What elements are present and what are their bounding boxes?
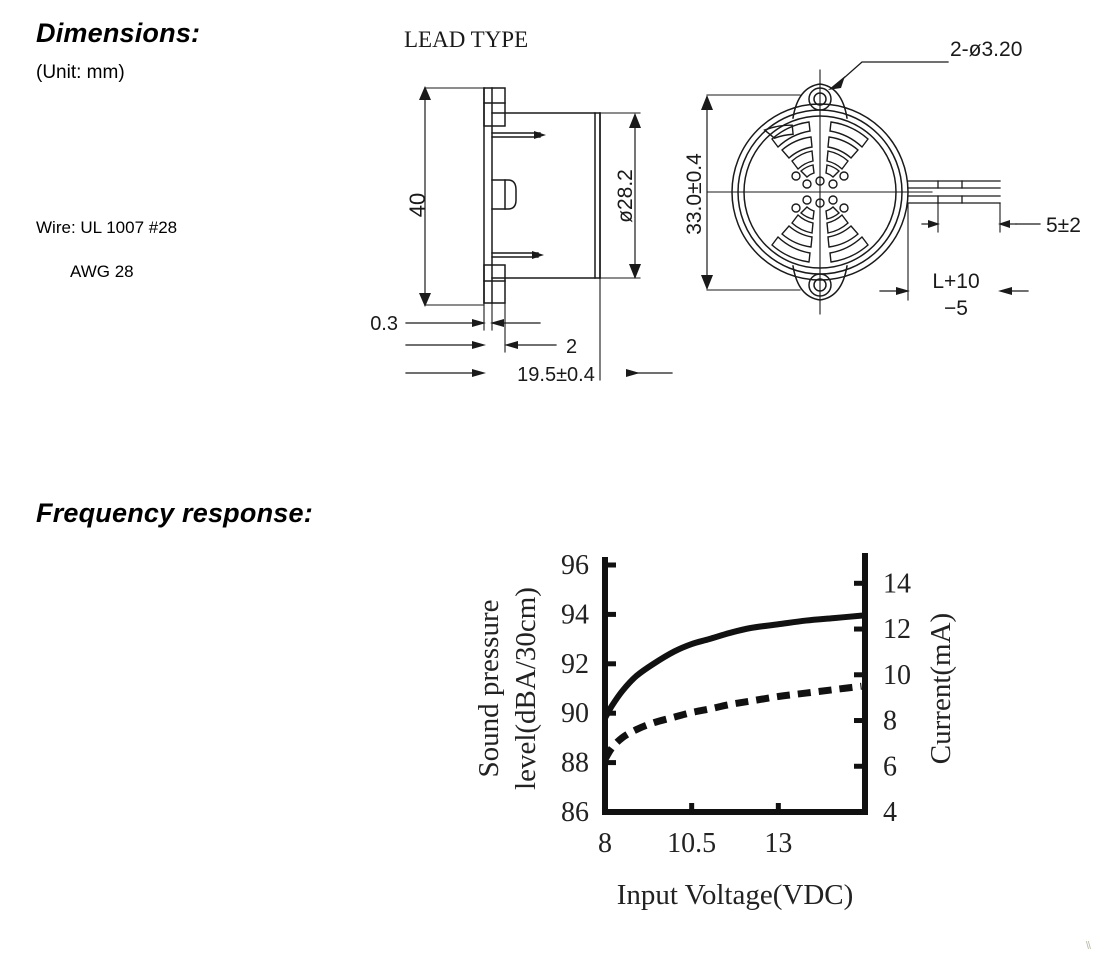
current-curve	[601, 682, 862, 762]
dimensions-section-title: Dimensions:	[36, 18, 201, 48]
mechanical-drawing: LEAD TYPE	[0, 0, 1100, 470]
y2-tick-label: 6	[883, 751, 897, 782]
mounting-hole-callout: 2-ø3.20	[950, 38, 1022, 61]
x-tick-label: 10.5	[667, 828, 716, 859]
flange-thickness-dim: 0.3	[370, 313, 398, 335]
y-tick-label: 96	[561, 550, 589, 581]
strip-length-dim: 5±2	[1046, 214, 1081, 237]
lead-length-dim-top: L+10	[932, 270, 979, 293]
spl-curve	[602, 612, 865, 722]
y-axis-label-line1: Sound pressure	[473, 599, 505, 777]
y2-axis-label: Current(mA)	[925, 613, 957, 764]
y-axis-label-line2: level(dBA/30cm)	[510, 587, 542, 790]
lead-length-dim-bottom: −5	[944, 297, 968, 320]
view-label: LEAD TYPE	[404, 27, 528, 52]
y-tick-label: 88	[561, 748, 589, 779]
x-axis-label: Input Voltage(VDC)	[617, 879, 854, 911]
y-tick-label: 86	[561, 797, 589, 828]
depth-dim: 19.5±0.4	[517, 364, 595, 386]
corner-artifact: \\	[1085, 940, 1091, 952]
wire-spec-line-2: AWG 28	[70, 262, 134, 281]
y2-tick-label: 14	[883, 568, 911, 599]
front-view-width-dim: 33.0±0.4	[683, 153, 706, 235]
side-view-height-dim: 40	[405, 193, 430, 217]
x-tick-label: 13	[764, 828, 792, 859]
side-view-diameter-dim: ø28.2	[614, 169, 637, 223]
unit-note: (Unit: mm)	[36, 62, 125, 83]
y2-tick-label: 4	[883, 797, 897, 828]
y-tick-label: 92	[561, 649, 589, 680]
wire-spec-line-1: Wire: UL 1007 #28	[36, 218, 178, 237]
x-tick-label: 8	[598, 828, 612, 859]
tab-dim: 2	[566, 336, 577, 358]
y2-tick-label: 12	[883, 614, 911, 645]
y-tick-label: 90	[561, 698, 589, 729]
y-tick-label: 94	[561, 599, 589, 630]
y2-tick-label: 8	[883, 706, 897, 737]
y2-tick-label: 10	[883, 660, 911, 691]
frequency-response-section-title: Frequency response:	[36, 498, 313, 528]
